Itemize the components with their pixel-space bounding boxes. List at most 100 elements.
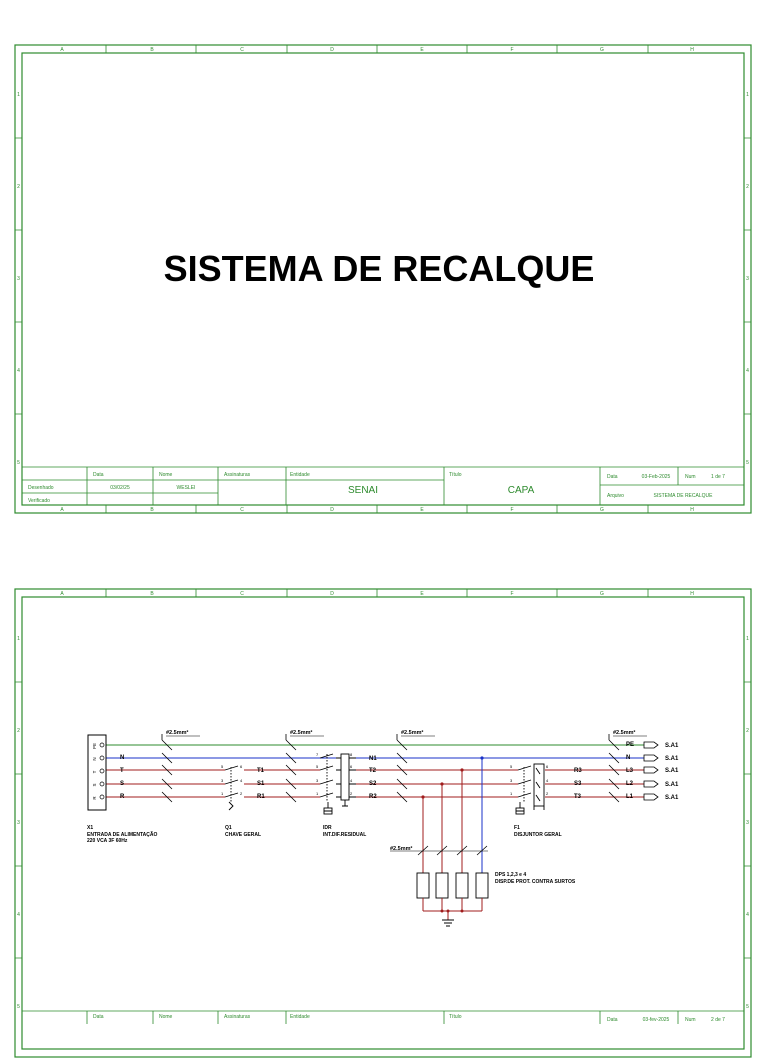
tb-nome-header: Nome — [159, 1014, 173, 1020]
row-labels: 1 2 3 4 5 1 2 3 4 5 — [17, 92, 749, 466]
tb-entidade-header: Entidade — [290, 1014, 310, 1020]
pin-number: 5 — [510, 764, 513, 769]
col-label: A — [60, 591, 64, 597]
pin-number: 3 — [221, 778, 224, 783]
cover-sheet-drawing: A B C D E F G H A B C D E F G H 1 2 3 4 … — [14, 44, 752, 514]
dps-desc: DISP.DE PROT. CONTRA SURTOS — [495, 879, 576, 885]
pin-number: 3 — [316, 778, 319, 783]
x1-terminal-label: R — [92, 796, 97, 800]
pin-number: 2 — [546, 791, 549, 796]
column-labels-top: A B C D E F G H — [60, 47, 694, 53]
output-label: S2 — [369, 781, 377, 787]
pin-number: 8 — [350, 752, 353, 757]
pin-number: 4 — [350, 778, 353, 783]
dps-ref: DPS 1,2,3 e 4 — [495, 872, 526, 878]
tb-arquivo-label: Arquivo — [607, 493, 624, 499]
output-label: T1 — [257, 768, 265, 774]
col-label: H — [690, 47, 694, 53]
row-labels: 1 2 3 4 5 1 2 3 4 5 — [17, 636, 749, 1010]
q1-switch-symbol — [224, 765, 239, 811]
pin-number: 2 — [240, 791, 243, 796]
row-label: 3 — [746, 276, 749, 282]
col-label: B — [150, 507, 154, 513]
dps-ground-junctions — [440, 909, 464, 913]
q1-desc: CHAVE GERAL — [225, 832, 261, 838]
q1-ref: Q1 — [225, 825, 232, 831]
x1-terminal-label: PE — [92, 743, 97, 749]
conductor-label: T — [120, 768, 124, 774]
cable-label: #2.5mm² — [290, 729, 312, 736]
cable-label: #2.5mm² — [401, 729, 423, 736]
tb-entidade-header: Entidade — [290, 472, 310, 478]
tb-date-value: 03-fev-2025 — [643, 1017, 670, 1023]
row-label: 1 — [17, 636, 20, 642]
tb-date-value: 03-Feb-2025 — [642, 474, 671, 480]
row-label: 4 — [746, 368, 749, 374]
column-labels-bottom: A B C D E F G H — [60, 507, 694, 513]
f1-ref: F1 — [514, 825, 520, 831]
tb-date-label: Data — [607, 1017, 618, 1023]
col-label: G — [600, 591, 604, 597]
row-label: 5 — [746, 1004, 749, 1010]
row-label: 4 — [746, 912, 749, 918]
output-label: S3 — [574, 781, 582, 787]
f1-breaker-symbol — [515, 763, 545, 815]
output-line-labels: PE N L3 L2 L1 — [626, 742, 634, 800]
column-labels-top: A B C D E F G H — [60, 591, 694, 597]
cable-label: #2.5mm² — [390, 845, 412, 852]
col-label: B — [150, 47, 154, 53]
output-line-label: N — [626, 755, 630, 761]
output-label: T3 — [574, 794, 582, 800]
dps-surge-protectors — [416, 872, 489, 899]
col-label: F — [510, 47, 513, 53]
tb-num-label: Num — [685, 1017, 696, 1023]
output-label: R2 — [369, 794, 377, 800]
row-label: 5 — [17, 460, 20, 466]
row-label: 3 — [746, 820, 749, 826]
row-label: 4 — [17, 912, 20, 918]
output-label: R1 — [257, 794, 265, 800]
row-label: 3 — [17, 820, 20, 826]
output-label: N1 — [369, 756, 377, 762]
output-label: S1 — [257, 781, 265, 787]
tb-arquivo-value: SISTEMA DE RECALQUE — [654, 493, 714, 499]
q1-pin-numbers: 5 6 3 4 1 2 — [221, 764, 243, 796]
output-target: S.A1 — [665, 743, 679, 749]
col-label: F — [510, 591, 513, 597]
x1-terminal-label: N — [92, 757, 97, 760]
tb-assinaturas-header: Assinaturas — [224, 472, 251, 478]
ground-icon — [442, 919, 454, 927]
tb-num-value: 2 de 7 — [711, 1017, 725, 1023]
output-targets: S.A1 S.A1 S.A1 S.A1 S.A1 — [665, 743, 679, 801]
row-label: 5 — [746, 460, 749, 466]
tb-data-header: Data — [93, 1014, 104, 1020]
pin-number: 4 — [546, 778, 549, 783]
output-label: T2 — [369, 768, 377, 774]
col-label: H — [690, 591, 694, 597]
dps-taps — [422, 758, 483, 873]
col-label: E — [420, 47, 424, 53]
col-label: C — [240, 507, 244, 513]
f1-desc: DISJUNTOR GERAL — [514, 832, 562, 838]
pin-number: 3 — [510, 778, 513, 783]
x1-spec: 220 VCA 3F 60Hz — [87, 838, 128, 844]
col-label: G — [600, 47, 604, 53]
row-label: 1 — [746, 636, 749, 642]
x1-conductor-labels: N T S R — [120, 755, 125, 800]
tb-num-value: 1 de 7 — [711, 474, 725, 480]
row-label: 2 — [746, 184, 749, 190]
pin-number: 1 — [510, 791, 513, 796]
idr-ref: IDR — [323, 825, 332, 831]
cover-sheet: A B C D E F G H A B C D E F G H 1 2 3 4 … — [0, 44, 768, 514]
tb-nome-header: Nome — [159, 472, 173, 478]
idr-output-labels: N1 T2 S2 R2 — [369, 756, 377, 800]
pin-number: 6 — [240, 764, 243, 769]
conductor-label: N — [120, 755, 124, 761]
output-line-label: PE — [626, 742, 634, 748]
pin-number: 5 — [221, 764, 224, 769]
output-target: S.A1 — [665, 795, 679, 801]
conductor-label: R — [120, 794, 125, 800]
schematic-sheet-drawing: A B C D E F G H 1 2 3 4 5 1 2 3 4 5 — [14, 588, 752, 1058]
row-label: 5 — [17, 1004, 20, 1010]
pin-number: 1 — [316, 791, 319, 796]
